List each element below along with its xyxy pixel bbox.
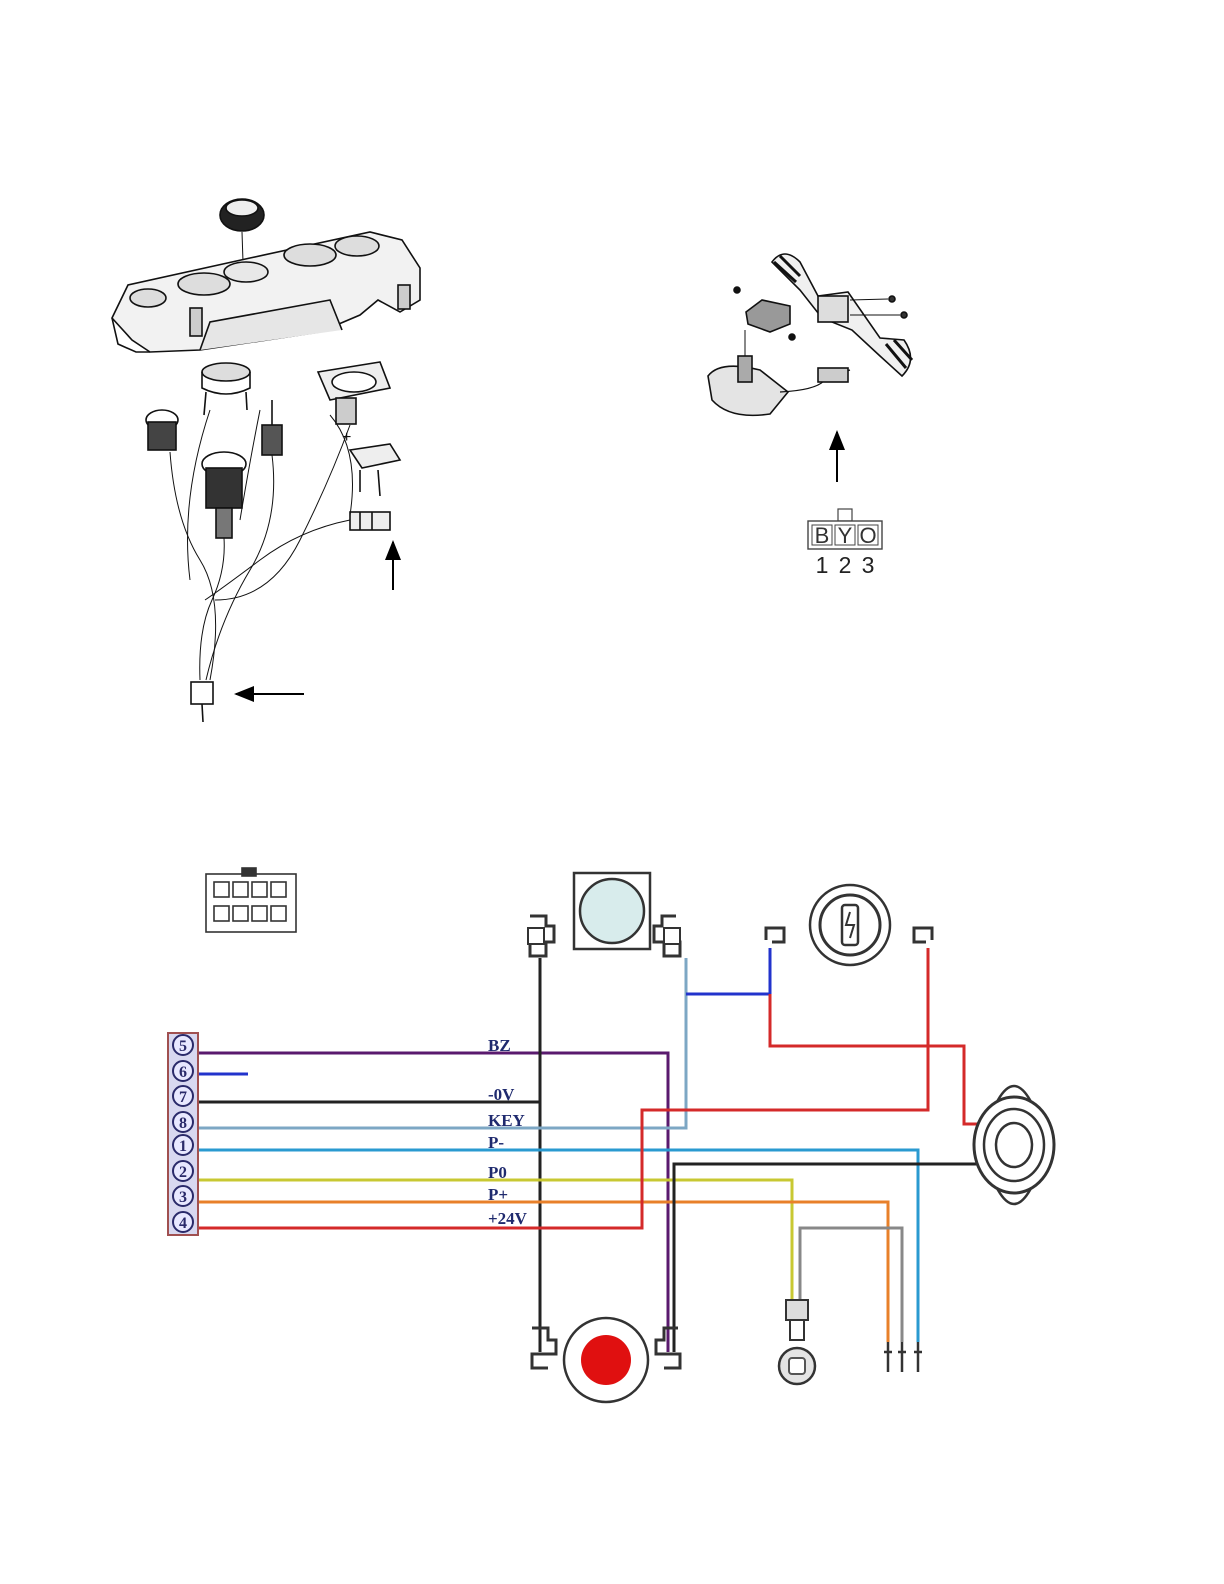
signal-label-p0: P0 bbox=[488, 1163, 507, 1182]
terminal-pin-number: 5 bbox=[179, 1038, 187, 1055]
signal-label-key: KEY bbox=[488, 1111, 525, 1130]
estop-left-terminal-icon bbox=[532, 1328, 556, 1368]
key-right-terminal-icon bbox=[914, 928, 932, 942]
indicator-lamp-icon: + bbox=[318, 362, 390, 446]
eight-pin-connector-icon bbox=[206, 868, 296, 932]
connector-letter-2: Y bbox=[838, 523, 853, 548]
wire-lamp-key bbox=[686, 948, 770, 994]
throttle-assembly-drawing bbox=[708, 254, 912, 415]
main-plug-icon bbox=[191, 682, 213, 704]
hall-sensor-icon bbox=[708, 330, 850, 415]
throttle-connector: B Y O 1 2 3 bbox=[808, 509, 882, 578]
potentiometer-symbol bbox=[779, 1300, 815, 1384]
connector-letter-3: O bbox=[859, 523, 876, 548]
signal-label-0v: -0V bbox=[488, 1085, 515, 1104]
mounting-bracket-icon bbox=[350, 444, 400, 468]
key-switch-icon bbox=[202, 452, 246, 538]
wire-24v bbox=[198, 948, 928, 1228]
speed-knob-icon bbox=[220, 199, 264, 262]
wire-0v bbox=[198, 958, 540, 1102]
wires bbox=[198, 948, 986, 1352]
signal-label-p-minus: P- bbox=[488, 1133, 504, 1152]
wire-p-plus bbox=[198, 1202, 888, 1342]
wire-key-horn bbox=[770, 994, 986, 1124]
key-left-terminal-icon bbox=[766, 928, 784, 942]
wire-horn-return bbox=[674, 1164, 986, 1352]
terminal-pin-number: 4 bbox=[179, 1215, 187, 1232]
connector-letter-1: B bbox=[815, 523, 830, 548]
terminal-block: 5 6 7 8 1 2 3 4 bbox=[168, 1033, 198, 1235]
buzzer-icon bbox=[202, 363, 250, 415]
signal-label-bz: BZ bbox=[488, 1036, 511, 1055]
terminal-pin-number: 8 bbox=[179, 1115, 187, 1132]
connector-number-2: 2 bbox=[839, 552, 852, 578]
emergency-stop-symbol bbox=[532, 1318, 680, 1402]
potentiometer-icon bbox=[262, 400, 282, 455]
horn-symbol bbox=[974, 1086, 1054, 1204]
terminal-pin-number: 7 bbox=[179, 1089, 187, 1106]
key-switch-symbol bbox=[766, 885, 932, 965]
lever-bracket-icon bbox=[734, 287, 795, 340]
connector-number-3: 3 bbox=[862, 552, 875, 578]
control-panel-exploded-drawing: + bbox=[112, 199, 420, 722]
terminal-pin-number: 2 bbox=[179, 1164, 187, 1181]
horn-button-icon bbox=[146, 410, 178, 450]
terminal-pin-number: 1 bbox=[179, 1138, 187, 1155]
harness-plug-icon bbox=[350, 512, 390, 530]
indicator-lamp-symbol bbox=[528, 873, 680, 956]
terminal-pin-number: 3 bbox=[179, 1189, 187, 1206]
panel-housing-icon bbox=[112, 232, 420, 352]
terminal-pin-number: 6 bbox=[179, 1064, 187, 1081]
signal-label-p-plus: P+ bbox=[488, 1185, 508, 1204]
signal-label-24v: +24V bbox=[488, 1209, 528, 1228]
connector-number-1: 1 bbox=[816, 552, 829, 578]
throttle-pins-symbol bbox=[884, 1342, 922, 1372]
